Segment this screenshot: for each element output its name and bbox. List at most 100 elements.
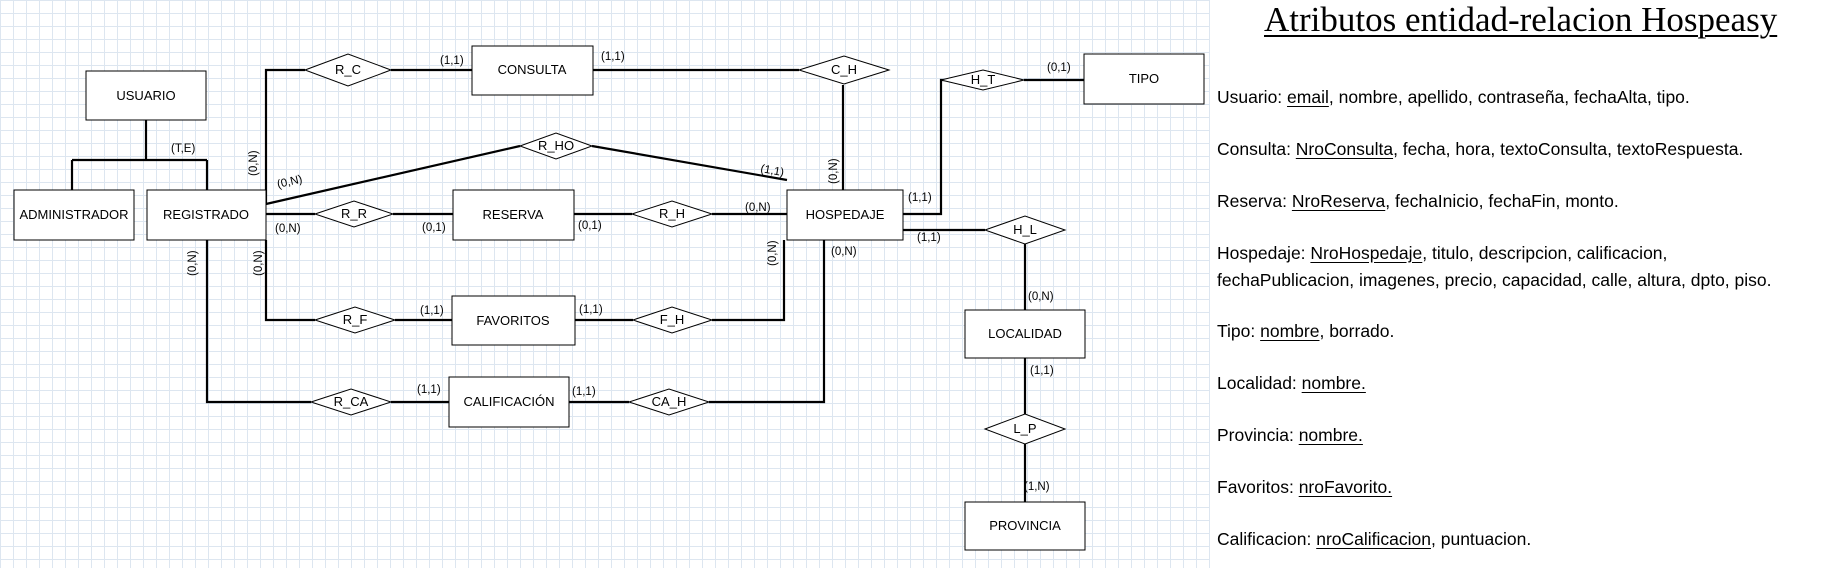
entity-reserva[interactable]: RESERVA: [452, 189, 575, 241]
relationship-r-f[interactable]: R_F: [313, 306, 397, 334]
relationship-r-c-label: R_C: [335, 62, 361, 77]
er-diagram: USUARIO ADMINISTRADOR REGISTRADO CONSULT…: [13, 45, 1205, 551]
relationship-ca-h-label: CA_H: [652, 394, 687, 409]
relationship-ca-h[interactable]: CA_H: [627, 388, 711, 416]
entity-favoritos[interactable]: FAVORITOS: [451, 295, 576, 346]
cardinality-label: (T,E): [171, 143, 195, 155]
cardinality-label: (0,N): [187, 250, 199, 276]
cardinality-label: (1,1): [1030, 365, 1054, 377]
relationship-r-r-label: R_R: [341, 206, 367, 221]
relationship-r-ca[interactable]: R_CA: [309, 388, 393, 416]
entity-usuario-label: USUARIO: [116, 88, 175, 103]
cardinality-label: (1,1): [759, 163, 785, 179]
attribute-list: , fecha, hora, textoConsulta, textoRespu…: [1393, 139, 1744, 159]
attribute-list: , titulo, descripcion, calificacion,: [1422, 243, 1668, 263]
relationship-f-h-label: F_H: [660, 312, 685, 327]
cardinality-label: (1,1): [601, 51, 625, 63]
entity-calificacion-label: CALIFICACIÓN: [463, 394, 554, 409]
relationship-h-t[interactable]: H_T: [940, 69, 1025, 91]
entity-favoritos-label: FAVORITOS: [476, 313, 550, 328]
entity-consulta[interactable]: CONSULTA: [471, 45, 594, 96]
entity-localidad[interactable]: LOCALIDAD: [964, 309, 1086, 359]
attribute-line-favoritos: Favoritos: nroFavorito.: [1217, 474, 1392, 501]
attribute-line-calificacion: Calificacion: nroCalificacion, puntuacio…: [1217, 526, 1531, 553]
primary-key: NroHospedaje: [1310, 243, 1423, 263]
relationship-h-t-label: H_T: [971, 72, 996, 87]
relationship-l-p[interactable]: L_P: [983, 413, 1067, 445]
entity-name: Hospedaje:: [1217, 243, 1311, 263]
entity-reserva-label: RESERVA: [483, 207, 544, 222]
cardinality-label: (1,1): [417, 384, 441, 396]
primary-key: NroConsulta: [1295, 139, 1394, 159]
primary-key: nroFavorito.: [1298, 477, 1393, 497]
attribute-line-hospedaje: Hospedaje: NroHospedaje, titulo, descrip…: [1217, 240, 1667, 267]
entity-name: Usuario:: [1217, 87, 1288, 107]
entity-calificacion[interactable]: CALIFICACIÓN: [448, 376, 570, 428]
entity-registrado-label: REGISTRADO: [163, 207, 249, 222]
entity-name: Provincia:: [1217, 425, 1299, 445]
cardinality-label: (1,1): [917, 232, 941, 244]
relationship-c-h[interactable]: C_H: [797, 55, 891, 85]
attribute-list: , nombre, apellido, contraseña, fechaAlt…: [1328, 87, 1690, 107]
relationship-r-ca-label: R_CA: [334, 394, 369, 409]
entity-provincia[interactable]: PROVINCIA: [964, 501, 1086, 551]
cardinality-label: (0,N): [276, 173, 304, 190]
relationship-r-ho-label: R_HO: [538, 138, 574, 153]
cardinality-label: (1,N): [1024, 481, 1050, 493]
attribute-line-hospedaje-cont: fechaPublicacion, imagenes, precio, capa…: [1217, 270, 1772, 290]
line-registrado-rca: [205, 240, 311, 404]
relationship-r-f-label: R_F: [343, 312, 368, 327]
cardinality-label: (0,N): [275, 223, 301, 235]
attribute-line-usuario: Usuario: email, nombre, apellido, contra…: [1217, 84, 1690, 111]
entity-hospedaje-label: HOSPEDAJE: [806, 207, 885, 222]
cardinality-label: (0,N): [828, 158, 840, 184]
relationship-r-h-label: R_H: [659, 206, 685, 221]
cardinality-labels: (T,E) (1,1) (1,1) (0,N) (0,N) (1,1) (0,N…: [171, 51, 1071, 493]
attribute-list: , borrado.: [1319, 321, 1395, 341]
cardinality-label: (1,1): [572, 386, 596, 398]
cardinality-label: (0,N): [745, 202, 771, 214]
entity-administrador[interactable]: ADMINISTRADOR: [13, 189, 135, 241]
line-registrado-rf: [264, 240, 315, 322]
relationship-l-p-label: L_P: [1013, 421, 1036, 436]
cardinality-label: (0,N): [1028, 291, 1054, 303]
entity-name: Consulta:: [1217, 139, 1296, 159]
cardinality-label: (0,1): [578, 220, 602, 232]
entity-hospedaje[interactable]: HOSPEDAJE: [786, 189, 904, 241]
attribute-list: , fechaInicio, fechaFin, monto.: [1385, 191, 1619, 211]
connector-lines: [70, 68, 1084, 502]
cardinality-label: (0,N): [767, 240, 779, 266]
attribute-line-tipo: Tipo: nombre, borrado.: [1217, 318, 1394, 345]
primary-key: NroReserva: [1291, 191, 1386, 211]
entity-tipo[interactable]: TIPO: [1083, 53, 1205, 105]
primary-key: email: [1287, 87, 1329, 107]
attribute-list: , puntuacion.: [1431, 529, 1532, 549]
attribute-line-provincia: Provincia: nombre.: [1217, 422, 1363, 449]
cardinality-label: (1,1): [420, 305, 444, 317]
cardinality-label: (0,N): [831, 246, 857, 258]
entity-name: Tipo:: [1217, 321, 1261, 341]
line-registrado-rho: [265, 144, 521, 206]
cardinality-label: (1,1): [579, 304, 603, 316]
cardinality-label: (0,1): [422, 222, 446, 234]
primary-key: nombre.: [1298, 425, 1363, 445]
relationship-f-h[interactable]: F_H: [631, 306, 714, 334]
line-registrado-rc: [264, 68, 305, 204]
entity-name: Calificacion:: [1217, 529, 1317, 549]
primary-key: nombre: [1260, 321, 1320, 341]
relationship-r-c[interactable]: R_C: [303, 53, 393, 87]
entity-usuario[interactable]: USUARIO: [85, 70, 207, 121]
entity-name: Localidad:: [1217, 373, 1302, 393]
relationship-h-l[interactable]: H_L: [983, 215, 1067, 245]
relationship-r-h[interactable]: R_H: [630, 200, 714, 228]
cardinality-label: (1,1): [908, 192, 932, 204]
cardinality-label: (0,N): [248, 150, 260, 176]
entity-tipo-label: TIPO: [1129, 71, 1159, 86]
primary-key: nombre.: [1301, 373, 1366, 393]
cardinality-label: (0,N): [253, 250, 265, 276]
entity-registrado[interactable]: REGISTRADO: [146, 189, 267, 241]
attributes-panel: Atributos entidad-relacion Hospeasy Usua…: [1210, 0, 1826, 568]
line-rho-hospedaje: [591, 144, 788, 182]
relationship-r-r[interactable]: R_R: [313, 200, 395, 228]
relationship-r-ho[interactable]: R_HO: [518, 132, 594, 160]
